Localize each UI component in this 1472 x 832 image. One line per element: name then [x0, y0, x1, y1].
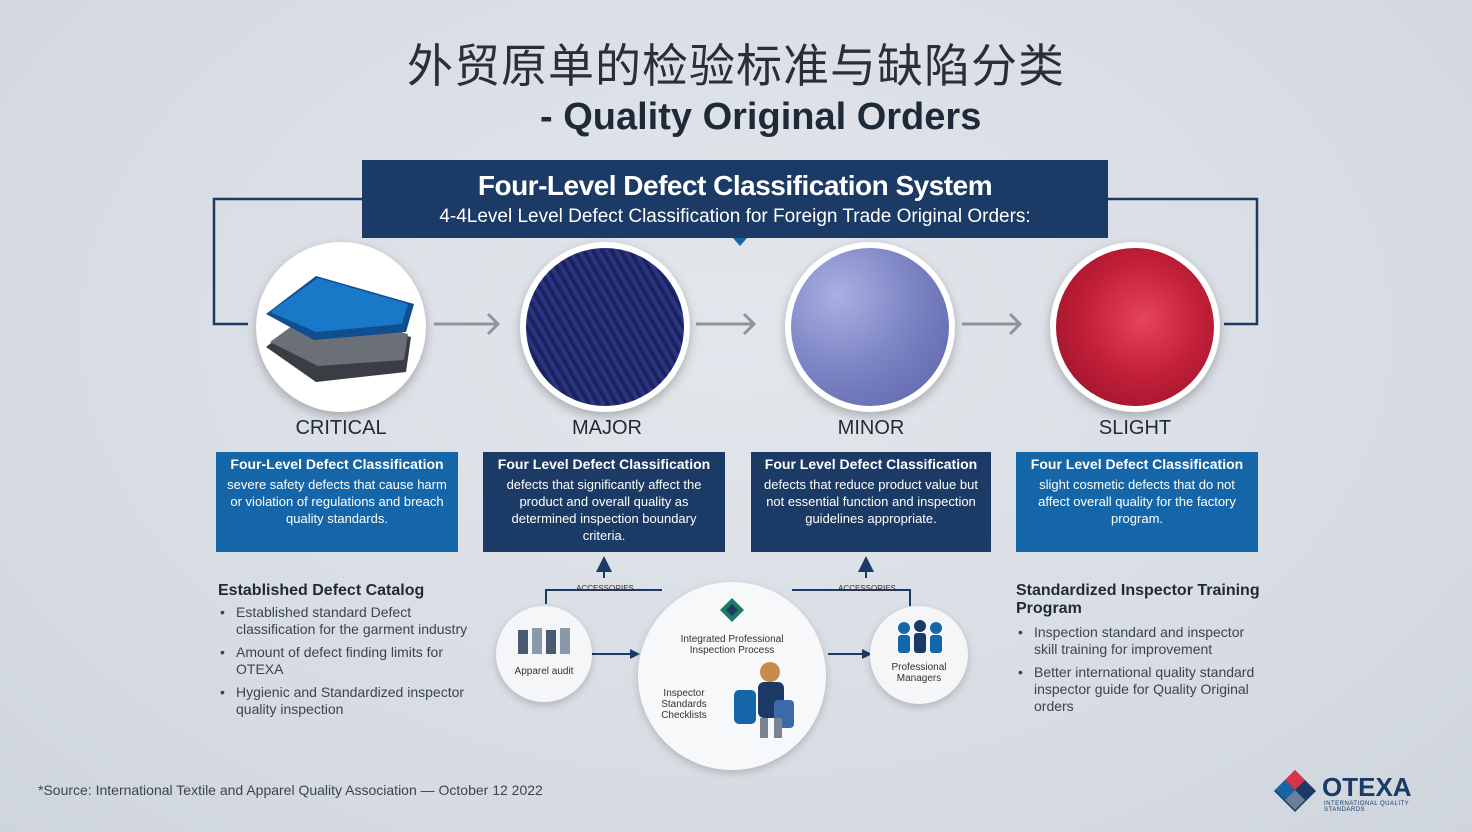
node-label: Professional Managers	[891, 662, 947, 684]
process-logo-icon	[720, 598, 744, 622]
banner-subtitle: 4-4Level Level Defect Classification for…	[439, 206, 1031, 227]
catalog-title: Established Defect Catalog	[218, 582, 425, 599]
team-people-icon	[898, 620, 942, 653]
minor-fabric-image	[785, 242, 955, 412]
inspection-process-node: Integrated Professional Inspection Proce…	[638, 582, 826, 770]
level-label-minor: MINOR	[837, 417, 905, 439]
critical-description-card: Four-Level Defect Classification severe …	[216, 452, 458, 552]
catalog-bullets: Established standard Defect classificati…	[218, 604, 468, 724]
node-label: Apparel audit	[514, 666, 574, 677]
page-subtitle: - Quality Original Orders	[540, 96, 982, 138]
inspector-figure-icon	[734, 662, 794, 738]
minor-description-card: Four Level Defect Classification defects…	[751, 452, 991, 552]
logo-mark-icon	[1274, 770, 1316, 812]
professional-managers-node: Professional Managers	[870, 606, 968, 704]
list-item: Hygienic and Standardized inspector qual…	[218, 684, 468, 718]
logo-word: OTEXA	[1322, 772, 1412, 802]
training-title: Standardized Inspector Training Program	[1016, 582, 1260, 617]
card-text: severe safety defects that cause harm or…	[227, 477, 447, 526]
major-fabric-image	[520, 242, 690, 412]
banner-title: Four-Level Defect Classification System	[477, 170, 993, 201]
card-text: defects that reduce product value but no…	[764, 477, 978, 526]
list-item: Established standard Defect classificati…	[218, 604, 468, 638]
logo-tagline: INTERNATIONAL QUALITY STANDARDS	[1324, 801, 1410, 813]
list-item: Amount of defect finding limits for OTEX…	[218, 644, 468, 678]
list-item: Better international quality standard in…	[1016, 664, 1266, 715]
card-text: defects that significantly affect the pr…	[506, 477, 702, 543]
slight-fabric-image	[1050, 242, 1220, 412]
process-title: Integrated Professional Inspection Proce…	[680, 634, 784, 656]
flow-label-left: ACCESSORIES	[576, 584, 634, 593]
otexa-logo: OTEXA INTERNATIONAL QUALITY STANDARDS	[1272, 768, 1442, 816]
source-note: *Source: International Textile and Appar…	[38, 782, 543, 798]
card-heading: Four Level Defect Classification	[1030, 456, 1244, 472]
classification-banner: Four-Level Defect Classification System …	[362, 160, 1108, 238]
major-description-card: Four Level Defect Classification defects…	[483, 452, 725, 552]
card-heading: Four-Level Defect Classification	[230, 456, 444, 472]
card-heading: Four Level Defect Classification	[764, 456, 978, 472]
garment-rack-icon	[518, 628, 570, 654]
level-label-major: MAJOR	[572, 417, 642, 439]
arrow-icon	[434, 312, 1023, 336]
level-label-critical: CRITICAL	[295, 417, 387, 439]
apparel-audit-node: Apparel audit	[496, 606, 592, 702]
flow-label-right: ACCESSORIES	[838, 584, 896, 593]
training-bullets: Inspection standard and inspector skill …	[1016, 624, 1266, 721]
critical-fabric-image	[256, 242, 426, 412]
list-item: Inspection standard and inspector skill …	[1016, 624, 1266, 658]
card-text: slight cosmetic defects that do not affe…	[1038, 477, 1236, 526]
page-title: 外贸原单的检验标准与缺陷分类	[407, 39, 1065, 93]
level-label-slight: SLIGHT	[1098, 417, 1172, 439]
card-heading: Four Level Defect Classification	[497, 456, 711, 472]
slight-description-card: Four Level Defect Classification slight …	[1016, 452, 1258, 552]
process-checklist-label: Inspector Standards Checklists	[661, 688, 707, 721]
